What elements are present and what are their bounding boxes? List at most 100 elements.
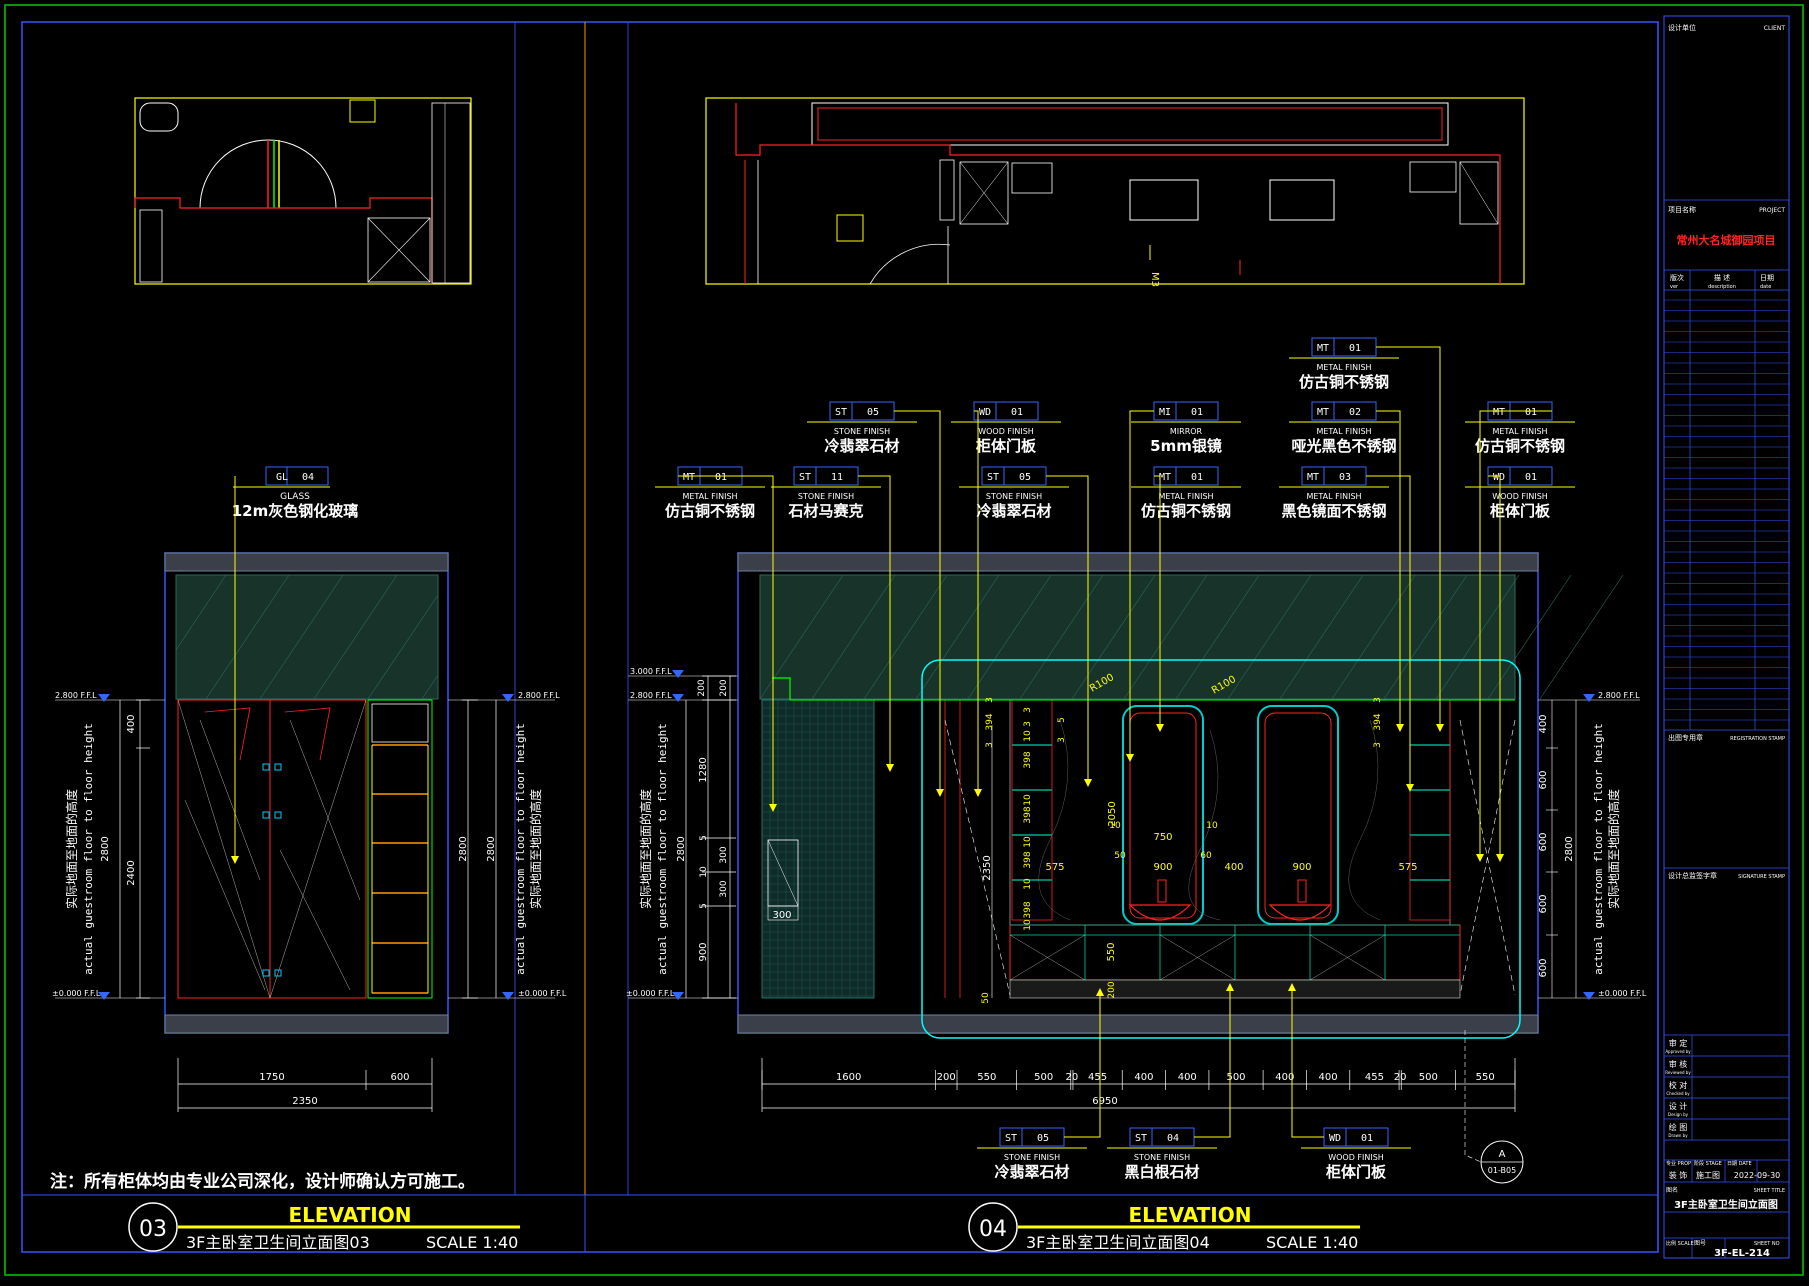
dim-label: 200 [937,1072,956,1083]
level-label: 2.800 F.F.L [518,691,560,700]
level-label: 2.800 F.F.L [630,691,672,700]
tag-name: 仿古铜不锈钢 [665,502,755,520]
title-scale: SCALE 1:40 [426,1233,518,1252]
dim-label: 200 [697,679,707,696]
level-label: ±0.000 F.F.L [1598,989,1647,998]
dim-label: 300 [772,910,791,921]
tb-label: SHEET TITLE [1754,1188,1785,1194]
dim-label: 575 [1045,862,1064,873]
dim-label: 398 [1023,806,1033,823]
tag-code: ST [1005,1133,1017,1144]
title-number: 04 [979,1217,1007,1242]
dim-label: 400 [126,714,137,733]
tag-finish: STONE FINISH [798,492,854,501]
tb-label: 描 述 [1714,273,1730,282]
tag-num: 04 [1167,1133,1179,1144]
level-label: 2.800 F.F.L [55,691,97,700]
dim-label: 900 [1153,862,1172,873]
dim-label: 10 [1109,821,1121,831]
tag-finish: STONE FINISH [834,427,890,436]
side-label-cn: 实际地面至地面的高度 [528,789,543,909]
tb-label: 绘 图 [1669,1122,1688,1132]
tb-label: PROJECT [1759,207,1785,214]
dim-label: 600 [1538,770,1549,789]
title-number: 03 [139,1217,167,1242]
tb-label: 审 核 [1669,1059,1688,1069]
tag-name: 冷翡翠石材 [824,437,899,455]
dim-label: 10 [1023,919,1033,931]
dim-label: 3 [1057,737,1067,743]
dim-label: 5 [1057,717,1067,723]
dim-label: 50 [981,992,991,1004]
tag-finish: STONE FINISH [986,492,1042,501]
construction-note: 注：所有柜体均由专业公司深化，设计师确认方可施工。 [50,1171,475,1192]
tag-code: WD [979,407,991,418]
tag-code: MT [683,472,695,483]
dim-label: 2350 [292,1096,317,1107]
material-tag-gl04 [265,466,329,486]
level-label: 3.000 F.F.L [630,667,672,676]
dim-label: 300 [719,880,729,897]
tag-name: 仿古铜不锈钢 [1141,502,1231,520]
dim-label: 2800 [486,836,497,861]
dim-label: 3 [1373,697,1383,703]
level-label: 2.800 F.F.L [1598,691,1640,700]
tag-num: 02 [1349,407,1361,418]
sheet-border [4,4,1804,1276]
tb-label: 阶段 STAGE [1694,1160,1722,1167]
dim-label: 500 [1419,1072,1438,1083]
plan-view-03 [134,97,472,285]
title-name: 3F主卧室卫生间立面图03 [186,1233,370,1252]
dim-label: 550 [977,1072,996,1083]
title-name: 3F主卧室卫生间立面图04 [1026,1233,1210,1252]
tb-label: 审 定 [1669,1038,1688,1048]
dim-label: 3 [1373,742,1383,748]
dim-label: 10 [699,866,709,878]
tag-num: 01 [1349,343,1361,354]
tag-code: MT [1317,407,1329,418]
tag-num: 01 [1525,472,1537,483]
tag-finish: STONE FINISH [1004,1153,1060,1162]
dim-label: 3 [985,742,995,748]
tb-label: 出图专用章 [1668,733,1703,742]
tag-finish: METAL FINISH [1306,492,1361,501]
dim-label: 398 [1023,901,1033,918]
dim-label: 10 [1206,821,1218,831]
tag-num: 01 [1011,407,1023,418]
dim-label: 600 [390,1072,409,1083]
title-04: 04 ELEVATION 3F主卧室卫生间立面图04 SCALE 1:40 [968,1202,1360,1252]
tag-finish: WOOD FINISH [1328,1153,1384,1162]
level-label: ±0.000 F.F.L [52,989,101,998]
dim-label: 3 [1023,721,1033,727]
plan-mark-label: M3 [1149,272,1160,287]
dim-label: 200 [1107,981,1117,998]
side-label-en: actual guestroom floor to floor height [514,723,527,975]
sheet-number: 3F-EL-214 [1714,1248,1770,1259]
plan-view-04: M3 [705,97,1525,287]
tb-label: 校 对 [1669,1080,1688,1090]
project-name: 常州大名城御园项目 [1677,233,1776,247]
dim-label: 400 [1275,1072,1294,1083]
dim-label: 2350 [982,855,993,880]
dim-label: 10 [1023,878,1033,890]
tag-num: 05 [867,407,879,418]
dim-label: 400 [1319,1072,1338,1083]
dim-label: 10 [1023,836,1033,848]
tag-num: 04 [302,472,314,483]
dim-label: 400 [1178,1072,1197,1083]
dim-label: 900 [698,942,709,961]
tb-label: SHEET NO [1754,1241,1780,1247]
dim-label: 50 [1114,851,1126,861]
dim-label: 5 [699,903,709,909]
dim-label: 600 [1538,958,1549,977]
tag-code: GL [276,472,288,483]
dim-label: 394 [1373,713,1383,730]
tag-finish: METAL FINISH [1492,427,1547,436]
dim-label: 400 [1134,1072,1153,1083]
